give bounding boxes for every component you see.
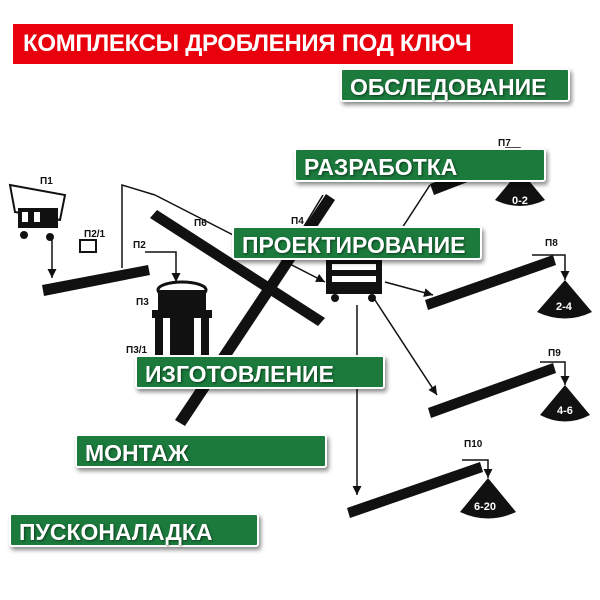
conveyor-p6 — [150, 210, 325, 326]
hopper-p1 — [8, 183, 67, 241]
label-p7: П7 — [498, 138, 511, 149]
label-p3-1: П3/1 — [126, 345, 148, 356]
pile-0-2 — [495, 170, 545, 206]
label-p9: П9 — [548, 348, 561, 359]
crusher-p3 — [152, 280, 212, 363]
fraction-0-2: 0-2 — [512, 195, 528, 207]
fraction-2-4: 2-4 — [556, 301, 573, 313]
stage-design: ПРОЕКТИРОВАНИЕ — [232, 226, 482, 260]
conveyor-p2 — [42, 265, 150, 296]
box-p2-1 — [79, 239, 97, 253]
label-p4: П4 — [291, 216, 304, 227]
fraction-6-20: 6-20 — [474, 501, 496, 513]
stage-installation: МОНТАЖ — [75, 434, 327, 468]
fraction-4-6: 4-6 — [557, 405, 573, 417]
label-p10: П10 — [464, 439, 483, 450]
stage-commissioning: ПУСКОНАЛАДКА — [9, 513, 259, 547]
stage-manufacturing: ИЗГОТОВЛЕНИЕ — [135, 355, 385, 389]
stage-survey: ОБСЛЕДОВАНИЕ — [340, 68, 570, 102]
pile-6-20 — [460, 478, 516, 519]
label-p6: П6 — [194, 218, 207, 229]
label-p3: П3 — [136, 297, 149, 308]
page-title: КОМПЛЕКСЫ ДРОБЛЕНИЯ ПОД КЛЮЧ — [13, 24, 513, 64]
conveyor-p8 — [425, 255, 556, 310]
pile-4-6 — [540, 385, 590, 422]
label-p2: П2 — [133, 240, 146, 251]
label-p2-1: П2/1 — [84, 229, 106, 240]
screen-p4 — [326, 258, 382, 302]
stage-development: РАЗРАБОТКА — [294, 148, 546, 182]
label-p8: П8 — [545, 238, 558, 249]
label-p1: П1 — [40, 176, 53, 187]
pile-2-4 — [537, 280, 592, 319]
conveyor-p10 — [347, 462, 483, 518]
conveyor-p9 — [428, 363, 556, 418]
